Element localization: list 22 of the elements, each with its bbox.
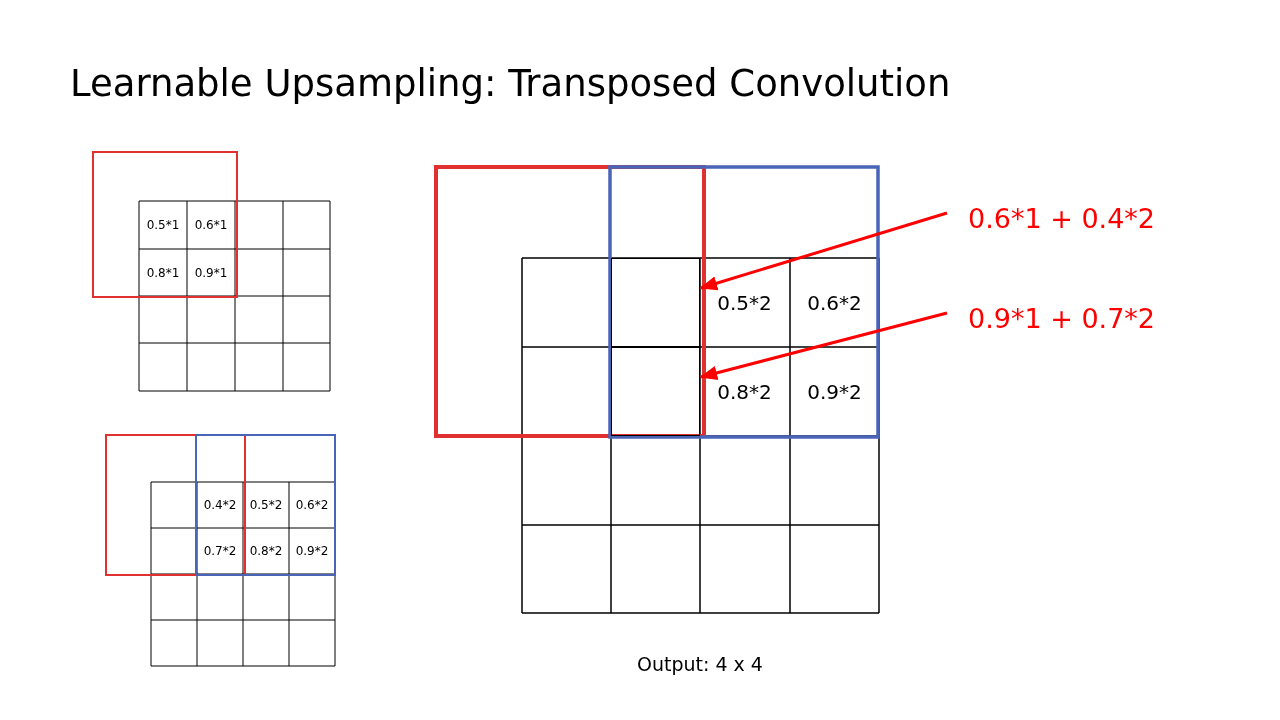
cell-value: 0.5*2 [717,290,772,315]
grid-cell [611,258,700,347]
cell-value: 0.9*2 [807,379,862,404]
formula-text: 0.9*1 + 0.7*2 [968,298,1178,338]
cell-value: 0.9*1 [194,265,228,280]
formula-text: 0.6*1 + 0.4*2 [968,198,1178,238]
cell-value: 0.6*1 [194,217,228,232]
cell-value: 0.6*2 [807,290,862,315]
cell-value: 0.7*2 [203,544,237,558]
cell-value: 0.6*2 [295,498,329,512]
arrow [699,211,948,291]
arrow [699,311,948,380]
grid-cell [611,347,700,436]
cell-value: 0.8*2 [717,379,772,404]
slide-title: Learnable Upsampling: Transposed Convolution [70,62,951,105]
cell-value: 0.9*2 [295,544,329,558]
cell-value: 0.8*1 [146,265,180,280]
cell-value: 0.4*2 [203,498,237,512]
cell-value: 0.5*1 [146,217,180,232]
output-caption: Output: 4 x 4 [637,653,763,675]
cell-value: 0.5*2 [249,498,283,512]
cell-value: 0.8*2 [249,544,283,558]
